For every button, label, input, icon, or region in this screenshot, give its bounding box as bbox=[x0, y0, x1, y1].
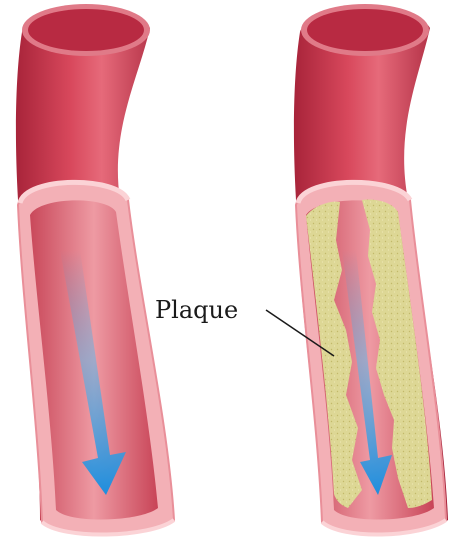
narrowed-artery bbox=[294, 4, 448, 535]
healthy-artery bbox=[16, 4, 174, 535]
plaque-label: Plaque bbox=[155, 296, 238, 324]
